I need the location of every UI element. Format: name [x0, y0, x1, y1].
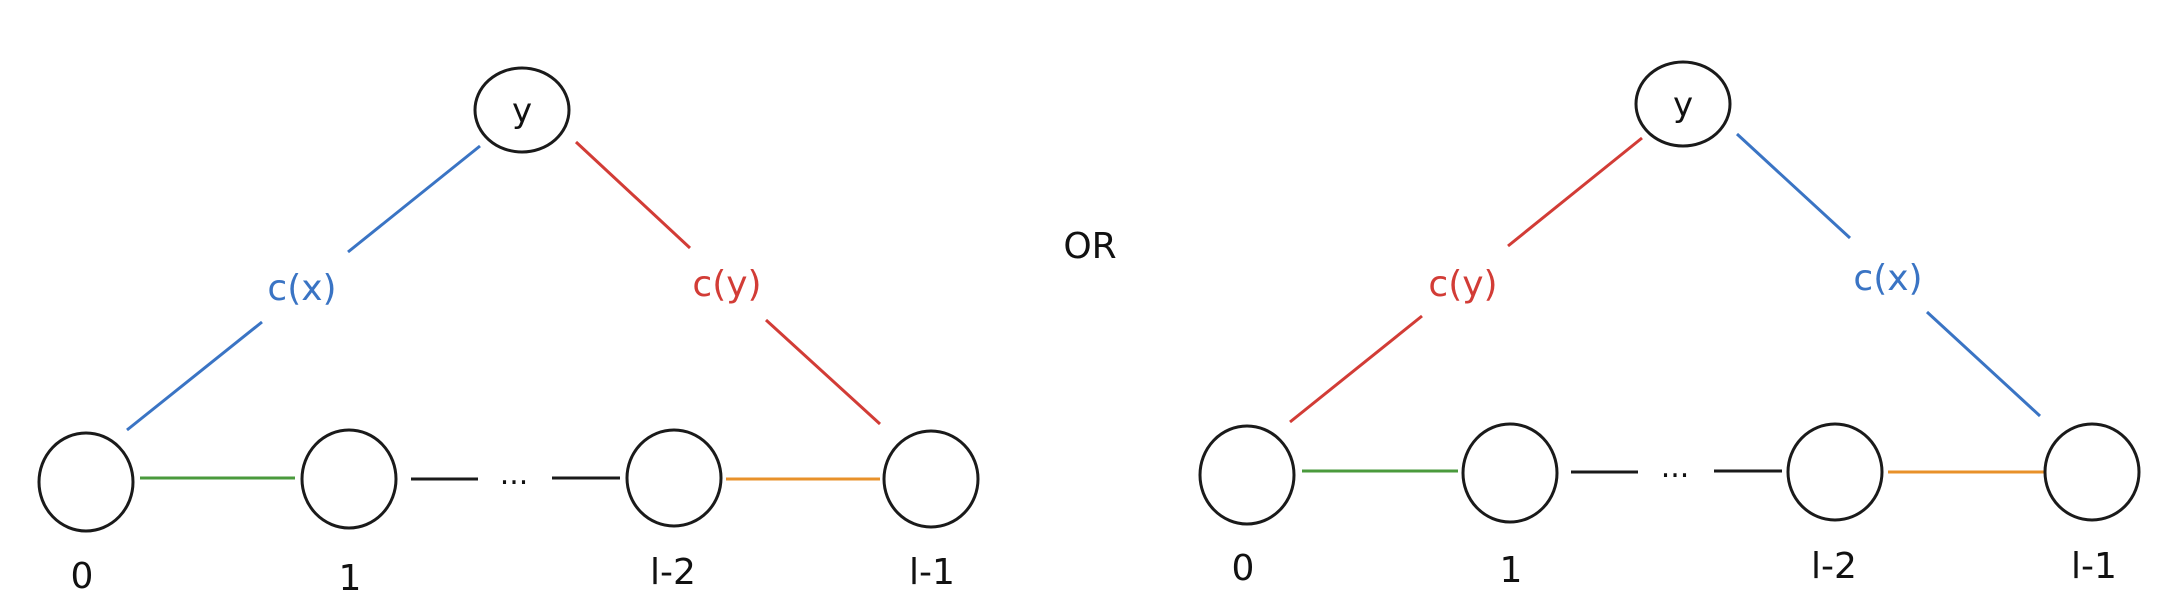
left-node-l1 — [882, 429, 980, 529]
right-vertex-label-1: 1 — [1500, 550, 1523, 591]
right-graph: y c(y) c(x) ... 0 1 l-2 l-1 — [1198, 60, 2141, 591]
right-edge-top-to-node0-b — [1289, 314, 1423, 424]
left-node-1 — [300, 428, 398, 530]
left-ellipsis: ... — [500, 457, 529, 492]
left-vertex-label-l2: l-2 — [650, 552, 696, 593]
left-edge-top-to-node0-a — [347, 144, 481, 254]
left-node-0 — [37, 431, 135, 533]
right-edge-top-to-nodeL1-a — [1735, 132, 1852, 240]
left-node-l2 — [625, 428, 723, 528]
left-edge-label-cx: c(x) — [267, 268, 336, 309]
right-node-0 — [1198, 424, 1296, 526]
left-vertex-label-l1: l-1 — [909, 552, 955, 593]
left-vertex-label-0: 0 — [71, 556, 94, 597]
right-vertex-label-l1: l-1 — [2071, 546, 2117, 587]
left-edge-label-cy: c(y) — [692, 264, 761, 305]
left-edge-top-to-nodeL1-b — [764, 318, 882, 426]
right-node-l2 — [1786, 422, 1884, 522]
right-node-1 — [1461, 422, 1559, 524]
or-separator: OR — [1063, 226, 1116, 267]
right-ellipsis: ... — [1661, 450, 1690, 485]
right-edge-top-to-nodeL1-b — [1925, 310, 2042, 418]
left-edge-top-to-node0-b — [126, 320, 263, 432]
right-edge-label-cy: c(y) — [1428, 264, 1497, 305]
left-vertex-label-1: 1 — [339, 558, 362, 599]
right-vertex-label-l2: l-2 — [1811, 546, 1857, 587]
right-node-y: y — [1634, 60, 1732, 148]
right-edge-label-cx: c(x) — [1853, 258, 1922, 299]
left-graph: y c(x) c(y) ... 0 1 l-2 l-1 — [37, 66, 980, 599]
left-node-y-label: y — [512, 91, 532, 131]
right-edge-top-to-node0-a — [1507, 136, 1643, 248]
right-node-y-label: y — [1673, 85, 1693, 125]
left-edge-top-to-nodeL1-a — [574, 140, 692, 250]
right-node-l1 — [2043, 422, 2141, 522]
right-vertex-label-0: 0 — [1232, 548, 1255, 589]
left-node-y: y — [473, 66, 571, 154]
